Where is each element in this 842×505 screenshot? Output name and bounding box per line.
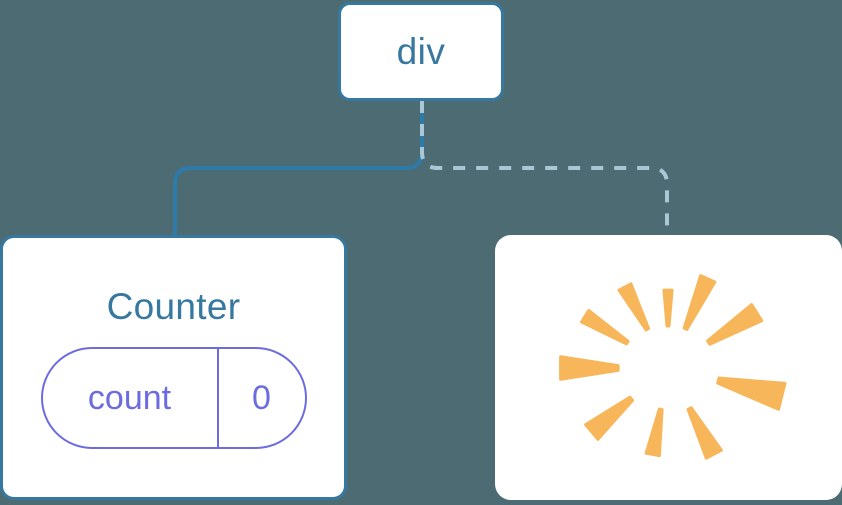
edge-div-to-counter <box>173 99 424 238</box>
burst-ray <box>686 406 723 460</box>
state-pill-divider <box>216 349 219 447</box>
burst-ray <box>662 288 674 328</box>
burst-ray <box>706 303 764 346</box>
state-pill-key: count <box>87 379 172 417</box>
node-div-label: div <box>396 31 446 72</box>
burst-ray <box>644 407 664 458</box>
node-counter-label: Counter <box>106 286 241 327</box>
state-pill-count[interactable]: count 0 <box>40 347 307 449</box>
burst-ray <box>580 308 630 346</box>
burst-ray <box>682 274 717 331</box>
sparkle-burst-icon <box>559 274 787 460</box>
burst-ray <box>617 282 651 332</box>
state-pill-value: 0 <box>252 379 271 417</box>
edge-div-to-burst <box>420 101 669 236</box>
burst-ray <box>584 395 635 441</box>
node-burst[interactable] <box>495 235 842 500</box>
node-div[interactable]: div <box>338 2 504 101</box>
node-counter[interactable]: Counter count 0 <box>0 235 347 500</box>
burst-ray <box>716 376 787 411</box>
burst-ray <box>559 355 620 381</box>
